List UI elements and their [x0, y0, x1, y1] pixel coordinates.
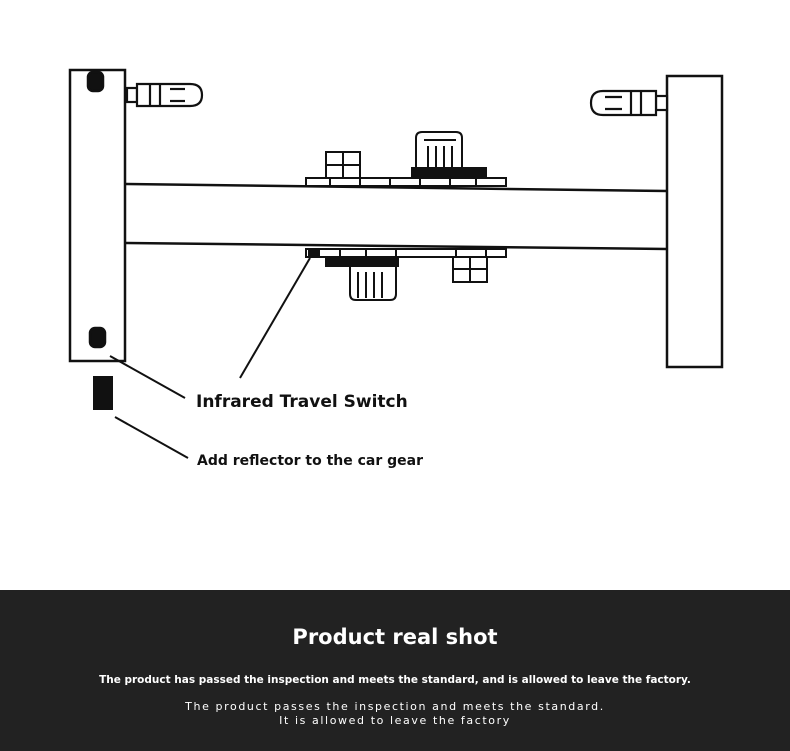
crane-schematic-diagram: [68, 68, 724, 459]
footer-banner: Product real shot The product has passed…: [0, 590, 790, 751]
footer-subtitle: The product passes the inspection and me…: [0, 700, 790, 728]
bottom-right-wheel-block: [452, 256, 488, 283]
bottom-trolley-rail: [305, 248, 507, 258]
reflector-callout-label: Add reflector to the car gear: [197, 453, 424, 469]
footer-subtitle-line-2: It is allowed to leave the factory: [279, 714, 511, 727]
infrared-switch-callout-label: Infrared Travel Switch: [196, 392, 408, 412]
reflector-block: [93, 376, 113, 410]
left-travel-motor: [125, 82, 204, 108]
top-trolley-rail: [305, 177, 507, 187]
left-end-carriage: [68, 68, 127, 363]
bottom-hoist-unit: [325, 256, 399, 301]
top-left-wheel-block: [325, 151, 361, 179]
right-travel-motor: [589, 89, 669, 117]
top-hoist-unit: [411, 131, 487, 179]
footer-subtitle-line-1: The product passes the inspection and me…: [185, 700, 605, 713]
right-end-carriage: [665, 74, 724, 369]
callout-leader-lines: [109, 257, 311, 459]
footer-description: The product has passed the inspection an…: [99, 674, 691, 686]
main-girder: [125, 182, 668, 251]
footer-title: Product real shot: [292, 625, 498, 649]
